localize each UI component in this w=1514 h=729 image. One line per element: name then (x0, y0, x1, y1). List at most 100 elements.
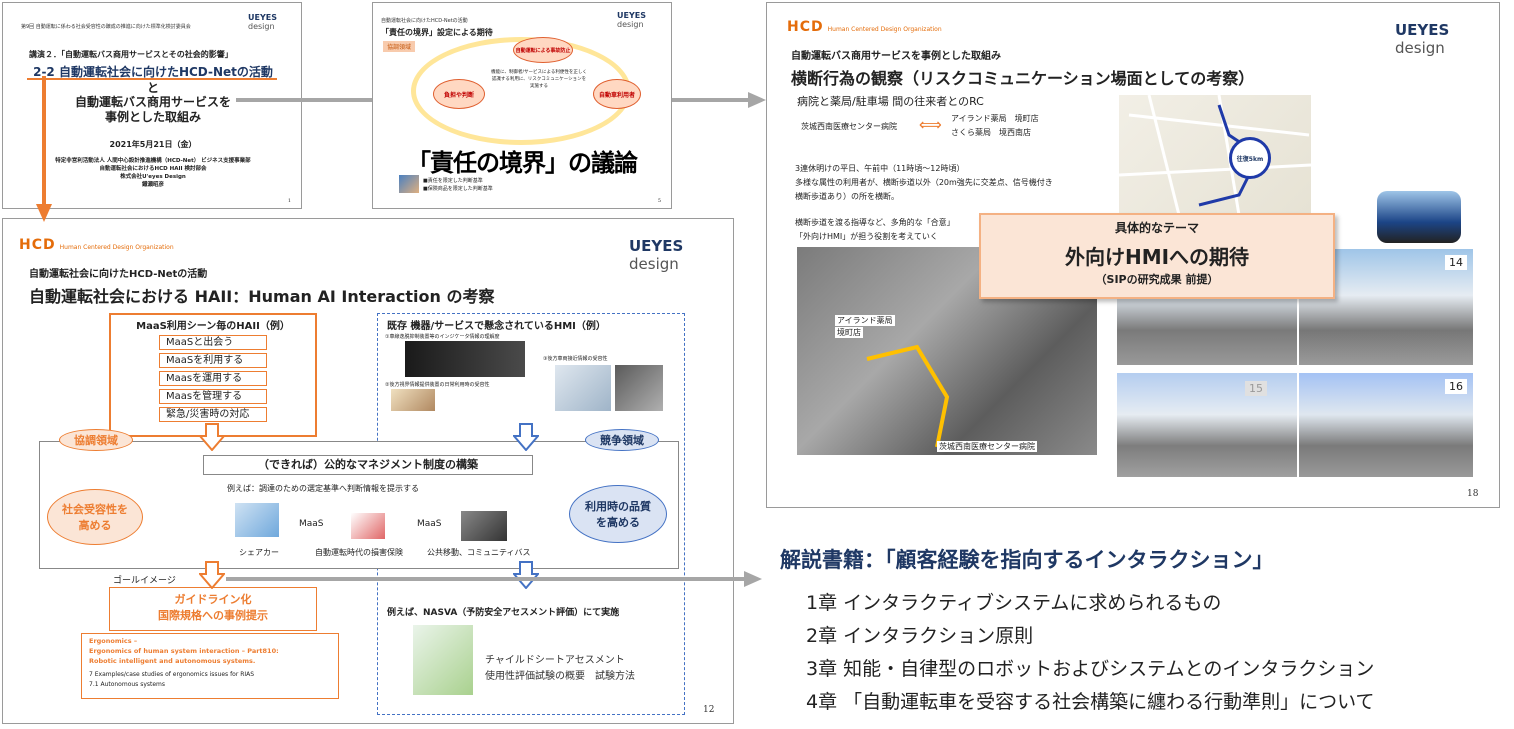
goal-label: ゴールイメージ (113, 576, 176, 586)
title-line-2: と (146, 81, 159, 95)
center-text: 機能に、制御者/サービスによる利便性を正しく認識する利用に、リスクコミュニケーシ… (491, 70, 587, 89)
slide-title: 横断行為の観察（リスクコミュニケーション場面としての考察） (791, 69, 1255, 88)
pharmacy-2: さくら薬局 境西南店 (951, 128, 1031, 137)
photo-number-16: 16 (1445, 379, 1467, 394)
book-title: 解説書籍：「顧客経験を指向するインタラクション」 (780, 548, 1274, 572)
theme-big: 外向けHMIへの期待 (1064, 245, 1250, 269)
ergo-line-4: 7 Examples/case studies of ergonomics is… (89, 671, 255, 678)
koteki-box: （できれば）公的なマネジメント制度の構築 (203, 455, 533, 475)
maas-label-1: MaaS (299, 519, 324, 529)
slide-title: 自動運転社会における HAII：Human AI Interaction の考察 (29, 287, 495, 306)
maas-label-2: MaaS (417, 519, 442, 529)
ergo-line-2: Ergonomics of human system interaction –… (89, 647, 279, 655)
oval-left: 負担や判断 (433, 79, 485, 109)
label-share: シェアカー (239, 548, 279, 557)
title-line-4: 事例とした取組み (104, 110, 201, 124)
page-number: 1 (287, 198, 291, 204)
slide-title: 第9回 自動運転に係わる社会受容性の醸成の推進に向けた標準化検討委員会 UEYE… (2, 2, 302, 209)
hcd-logo-text: HCD (787, 19, 824, 35)
slide-title: 「責任の境界」設定による期待 (381, 28, 493, 37)
kokusai: 国際規格への事例提示 (158, 609, 268, 622)
line-1: 病院と薬局/駐車場 間の往来者とのRC (797, 95, 984, 108)
ergo-line-5: 7.1 Autonomous systems (89, 681, 166, 688)
hcd-logo-sub: Human Centered Design Organization (827, 26, 942, 33)
slide-header: 第9回 自動運転に係わる社会受容性の醸成の推進に向けた標準化検討委員会 (21, 24, 191, 30)
text-3: 横断歩道あり）の所を横断。 (795, 192, 899, 201)
subtitle: 自動運転社会に向けたHCD-Netの活動 (29, 269, 208, 280)
bus-photo (1377, 191, 1461, 243)
theme-box (979, 213, 1335, 299)
example-text: 例えば：調達のための選定基準へ判断情報を提示する (227, 484, 419, 493)
oval-riyou: 利用時の品質を高める (569, 485, 667, 543)
label-public: 公共移動、コミュニティバス (427, 548, 531, 557)
hmi-note-2: ②後方視界情報提供装置の日常利用時の受容性 (385, 382, 490, 388)
book-chapter-4: 4章 「自動運転車を受容する社会構築に纏わる行動準則」について (806, 691, 1375, 713)
aerial-label-3: 茨城西南医療センター病院 (937, 441, 1037, 452)
aerial-route (866, 344, 950, 448)
arrow-gray-2-head (748, 92, 766, 108)
title-line-3: 自動運転バス商用サービスを (74, 95, 231, 109)
photo-number-15: 15 (1245, 381, 1267, 396)
street-photo-16: 16 (1299, 373, 1473, 477)
uyes-logo: UEYES design (1395, 21, 1450, 57)
title-underline (27, 78, 277, 80)
oval-center: 自動運転による事故防止 (513, 37, 573, 63)
slide-responsibility: 自動運転社会に向けたHCD-Netの活動 UEYES design 「責任の境界… (372, 2, 672, 209)
hmi-photo-2 (391, 389, 435, 411)
share-car-image (235, 503, 279, 537)
arrow-down-blue-2 (513, 561, 539, 589)
bullet-2: ■保険商品を限定した判断基準 (423, 186, 493, 192)
slide-header: 自動運転社会に向けたHCD-Netの活動 (381, 18, 468, 24)
theme-small: 具体的なテーマ (1114, 221, 1199, 235)
book-chapter-1: 1章 インタラクティブシステムに求められるもの (806, 592, 1222, 614)
text-5: 「外向けHMI」が担う役割を考えていく (795, 232, 938, 241)
child-line-2: 使用性評価試験の概要 試験方法 (485, 671, 635, 682)
page-number: 18 (1467, 489, 1479, 499)
ergo-line-3: Robotic intelligent and autonomous syste… (89, 657, 256, 665)
hmi-photo-3 (555, 365, 611, 411)
page-number: 12 (703, 705, 715, 715)
book-chapter-3: 3章 知能・自律型のロボットおよびシステムとのインタラクション (806, 658, 1375, 680)
maas-item-3: Maasを運用する (159, 371, 267, 386)
org-2: 自動運転社会におけるHCD HAII 検討部会 (99, 166, 207, 172)
child-seat-image (413, 625, 473, 695)
hmi-photo-4 (615, 365, 663, 411)
insurance-image (351, 513, 385, 539)
uyes-logo: UEYES design (629, 237, 684, 273)
hcd-logo-sub: Human Centered Design Organization (59, 244, 174, 251)
caption: 「責任の境界」の議論 (407, 149, 638, 177)
lecture-label: 講演２．「自動運転バス商用サービスとその社会的影響」 (29, 50, 233, 59)
hmi-photo-1 (405, 341, 525, 377)
photo-number-14: 14 (1445, 255, 1467, 270)
arrow-down-blue-1 (513, 423, 539, 451)
ergo-line-1: Ergonomics – (89, 637, 138, 645)
title-line-1: 2-2 自動運転社会に向けたHCD-Netの活動 (33, 65, 273, 79)
double-arrow-icon: ⟺ (919, 115, 942, 134)
date: 2021年5月21日（金） (109, 140, 197, 149)
uyes-logo: UEYES design (248, 13, 277, 31)
arrow-down-orange-2 (199, 561, 225, 589)
org-4: 鐵瀬昭彦 (141, 182, 164, 188)
hmi-note-3: ③後方車両接近情報の受容性 (543, 356, 608, 362)
pharmacy-1: アイランド薬局 境町店 (951, 114, 1039, 123)
text-1: 3連休明けの平日、午前中（11時頃～12時頃） (795, 164, 965, 173)
oval-right: 自動車利用者 (593, 79, 641, 109)
guideline: ガイドライン化 (174, 593, 252, 606)
arrow-down-orange-1 (199, 423, 225, 451)
theme-sub: （SIPの研究成果 前提） (1095, 273, 1219, 286)
maas-item-5: 緊急/災害時の対応 (159, 407, 267, 422)
maas-title: MaaS利用シーン毎のHAII（例） (136, 321, 290, 332)
book-chapter-2: 2章 インタラクション原則 (806, 625, 1034, 647)
maas-item-4: Maasを管理する (159, 389, 267, 404)
label-insurance: 自動運転時代の損害保険 (315, 548, 403, 557)
tag-kyocho: 協調領域 (59, 429, 133, 451)
ergonomics-box (81, 633, 339, 699)
maas-item-2: MaaSを利用する (159, 353, 267, 368)
hmi-note-1: ①車線逸脱抑制装置等のインジケータ情報の理解度 (385, 334, 500, 340)
tag-kyocho: 協調領域 (383, 41, 416, 52)
hospital: 茨城西南医療センター病院 (801, 122, 897, 131)
subtitle: 自動運転バス商用サービスを事例とした取組み (791, 51, 1001, 62)
